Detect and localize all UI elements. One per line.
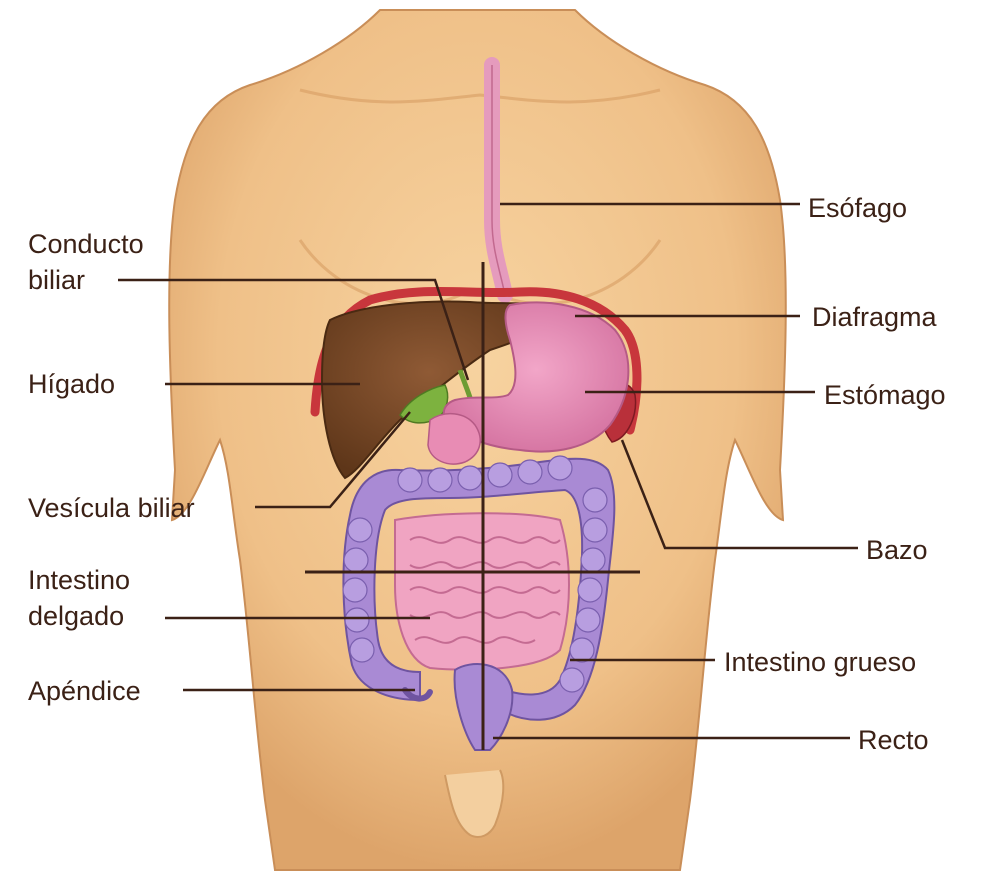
label-intestino-delgado: Intestino delgado: [28, 562, 130, 634]
gallbladder: [399, 384, 449, 424]
label-intestino-delgado-line2: delgado: [28, 601, 125, 631]
label-bazo: Bazo: [866, 535, 928, 565]
leader-bazo: [620, 439, 858, 550]
label-diafragma: Diafragma: [812, 302, 937, 332]
clavicle: [299, 88, 661, 104]
label-intestino-delgado-line1: Intestino: [28, 565, 131, 595]
label-estomago: Estómago: [824, 380, 946, 410]
label-conducto-line2: biliar: [28, 265, 86, 295]
label-apendice: Apéndice: [28, 676, 141, 706]
label-recto: Recto: [858, 725, 929, 755]
label-conducto-line1: Conducto: [28, 229, 144, 259]
label-conducto-biliar: Conducto biliar: [28, 226, 144, 298]
appendix: [402, 687, 433, 702]
liver: [320, 300, 562, 480]
leader-vesicula: [255, 411, 411, 509]
colon-haustra: [342, 455, 608, 693]
duodenum: [427, 413, 481, 465]
label-esofago: Esófago: [808, 193, 908, 223]
leader-conducto-biliar: [118, 278, 470, 381]
label-intestino-grueso: Intestino grueso: [724, 647, 917, 677]
leader-lines: [118, 202, 858, 740]
pelvis-contour: [444, 769, 505, 838]
esophagus-edge: [491, 65, 506, 296]
label-vesicula-biliar: Vesícula biliar: [28, 493, 195, 523]
large-intestine: [342, 457, 616, 721]
small-intestine-loops: [409, 536, 561, 644]
label-higado: Hígado: [28, 369, 116, 399]
